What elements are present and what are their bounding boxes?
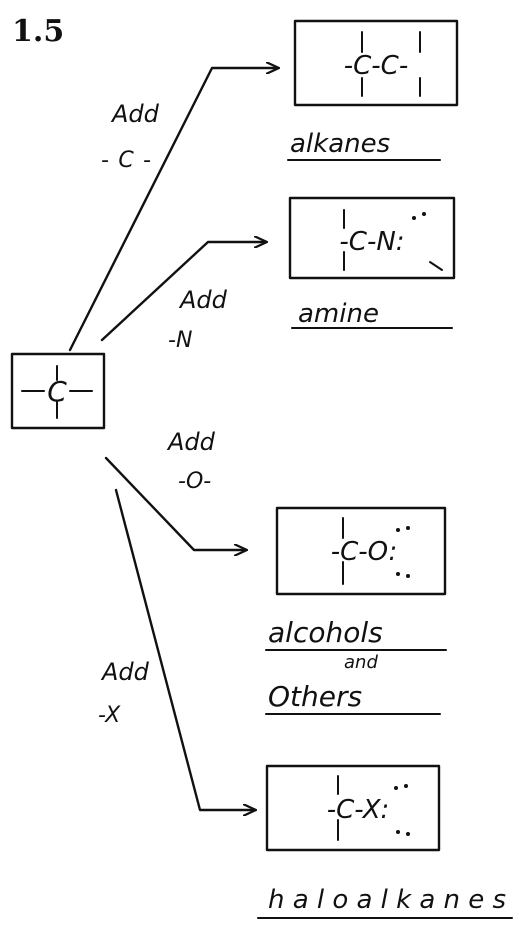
- product-haloalkanes: -C-X: haloalkanes: [257, 764, 513, 919]
- product-name: haloalkanes: [268, 885, 506, 915]
- edge-add-text: Add: [100, 658, 150, 686]
- product-name: amine: [298, 299, 379, 329]
- arrow-to-amine: [100, 242, 266, 342]
- source-carbon-atom: C: [47, 375, 67, 408]
- edge-group-text: -N: [168, 328, 192, 353]
- arrow-to-haloalkanes: [114, 488, 255, 810]
- edge-group-text: -O-: [178, 469, 211, 494]
- edge-group-text: -C-: [101, 148, 151, 173]
- edge-add-text: Add: [166, 428, 216, 456]
- product-formula: -C-N:: [339, 227, 404, 257]
- figure-number: 1.5: [12, 14, 65, 49]
- source-carbon-box: C: [10, 352, 106, 430]
- edge-group-text: -X: [98, 703, 121, 728]
- product-name-line2: and: [344, 652, 378, 673]
- edge-label-haloalkanes: Add -X: [98, 658, 150, 728]
- edge-label-alkanes: Add -C-: [101, 100, 160, 173]
- edge-label-amine: Add -N: [168, 286, 228, 353]
- product-name-line1: alcohols: [268, 616, 383, 649]
- edge-add-text: Add: [178, 286, 228, 314]
- arrow-to-alcohols: [104, 456, 246, 550]
- product-amine: -C-N: amine: [288, 196, 456, 329]
- product-name-line3: Others: [268, 680, 362, 713]
- product-formula: -C-C-: [344, 51, 408, 81]
- product-alcohols: -C-O: alcohols and Others: [265, 506, 447, 715]
- product-formula: -C-X:: [327, 795, 390, 825]
- edge-add-text: Add: [110, 100, 160, 128]
- product-name: alkanes: [290, 129, 390, 159]
- edge-label-alcohols: Add -O-: [166, 428, 216, 494]
- product-alkanes: -C-C- alkanes: [287, 19, 459, 161]
- product-formula: -C-O:: [331, 537, 398, 567]
- arrow-to-alkanes: [68, 68, 278, 352]
